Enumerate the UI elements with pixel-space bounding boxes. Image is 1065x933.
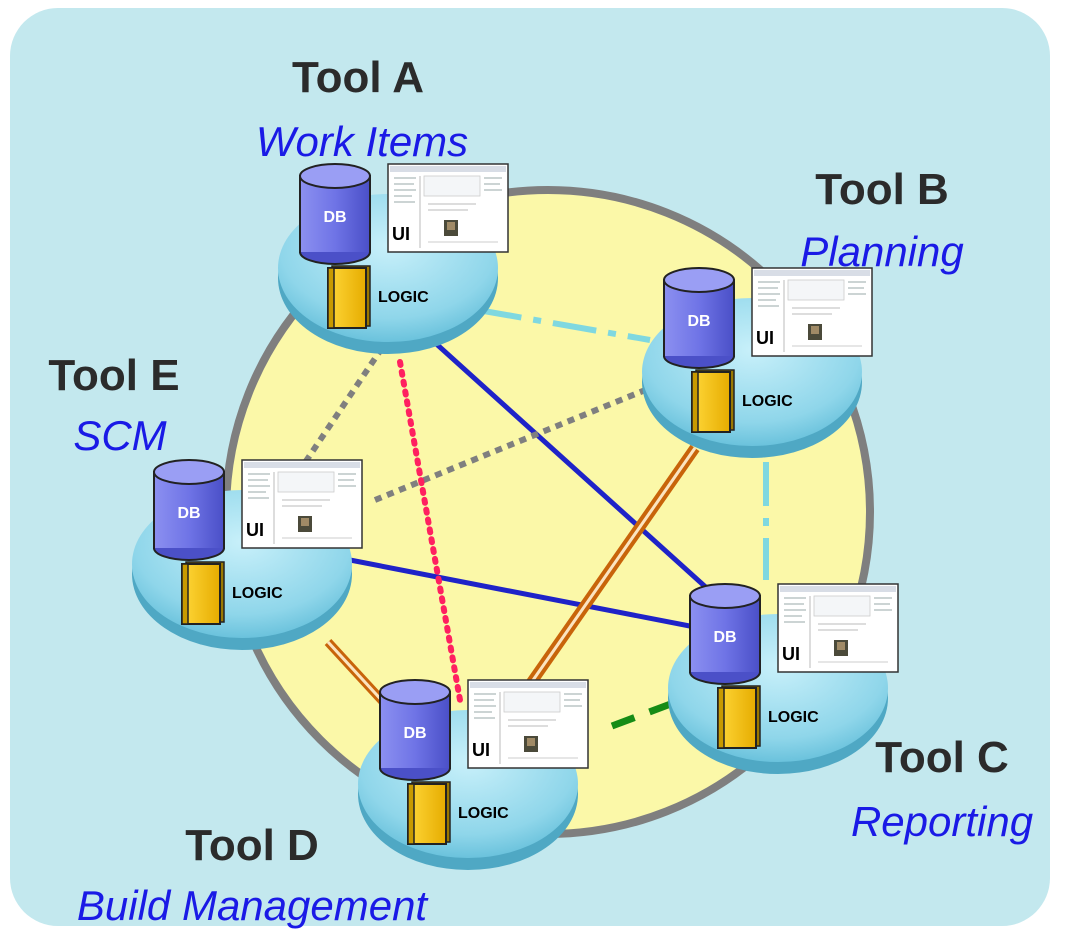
connection-a-e bbox=[297, 346, 385, 472]
database-icon: DB bbox=[153, 459, 225, 561]
ui-label: UI bbox=[392, 224, 410, 244]
tool-node-b: DB UI LOGIC bbox=[642, 267, 873, 458]
db-label: DB bbox=[323, 209, 346, 226]
tool-c-name: Tool C bbox=[875, 733, 1009, 782]
ui-screenshot-icon: UI bbox=[241, 459, 363, 549]
tool-e-name: Tool E bbox=[48, 351, 179, 400]
ui-label: UI bbox=[782, 644, 800, 664]
tool-node-e: DB UI LOGIC bbox=[132, 459, 363, 650]
logic-label: LOGIC bbox=[458, 805, 509, 822]
logic-book-icon bbox=[717, 685, 761, 749]
logic-book-icon bbox=[407, 781, 451, 845]
tool-c-description: Reporting bbox=[851, 798, 1033, 845]
database-icon: DB bbox=[379, 679, 451, 781]
database-icon: DB bbox=[299, 163, 371, 265]
connection-a-c bbox=[430, 338, 722, 602]
ui-label: UI bbox=[472, 740, 490, 760]
ui-screenshot-icon: UI bbox=[387, 163, 509, 253]
database-icon: DB bbox=[663, 267, 735, 369]
connection-d-c bbox=[610, 698, 678, 730]
connection-d-b bbox=[503, 444, 700, 720]
db-label: DB bbox=[177, 505, 200, 522]
ui-screenshot-icon: UI bbox=[751, 267, 873, 357]
ui-label: UI bbox=[246, 520, 264, 540]
logic-label: LOGIC bbox=[378, 289, 429, 306]
db-label: DB bbox=[713, 629, 736, 646]
tool-node-c: DB UI LOGIC bbox=[668, 583, 899, 774]
tool-b-name: Tool B bbox=[815, 165, 949, 214]
ui-screenshot-icon: UI bbox=[777, 583, 899, 673]
logic-book-icon bbox=[691, 369, 735, 433]
tool-b-description: Planning bbox=[800, 228, 963, 275]
database-icon: DB bbox=[689, 583, 761, 685]
connection-e-c bbox=[349, 557, 701, 631]
tool-node-d: DB UI LOGIC bbox=[358, 679, 589, 870]
tool-a-description: Work Items bbox=[256, 118, 468, 165]
tool-node-a: DB UI LOGIC bbox=[278, 163, 509, 354]
tool-d-name: Tool D bbox=[185, 821, 319, 870]
logic-label: LOGIC bbox=[742, 393, 793, 410]
connection-a-b bbox=[477, 307, 651, 343]
db-label: DB bbox=[687, 313, 710, 330]
connection-a-d bbox=[397, 359, 463, 703]
ui-label: UI bbox=[756, 328, 774, 348]
ui-screenshot-icon: UI bbox=[467, 679, 589, 769]
logic-label: LOGIC bbox=[768, 709, 819, 726]
tool-e-description: SCM bbox=[73, 412, 166, 459]
tool-a-name: Tool A bbox=[292, 53, 424, 102]
tool-d-description: Build Management bbox=[77, 882, 430, 929]
logic-book-icon bbox=[181, 561, 225, 625]
connections bbox=[297, 307, 769, 730]
logic-book-icon bbox=[327, 265, 371, 329]
logic-label: LOGIC bbox=[232, 585, 283, 602]
db-label: DB bbox=[403, 725, 426, 742]
